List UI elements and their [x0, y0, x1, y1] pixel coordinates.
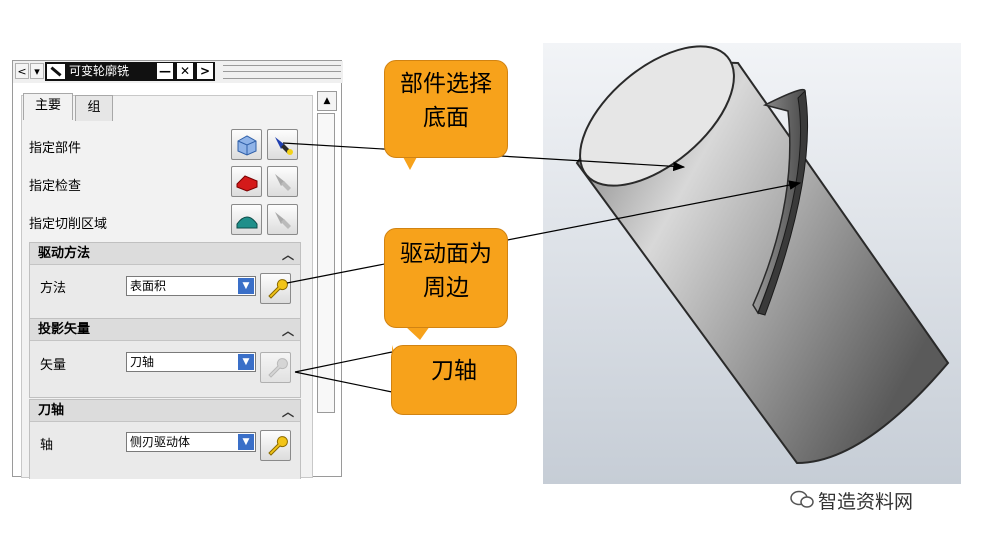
mill-tool-icon: [47, 64, 65, 79]
projection-vector-group: 投影矢量 ︿ 矢量 刀轴 ▼: [29, 318, 301, 398]
dialog-menu-icon[interactable]: ▾: [30, 63, 44, 79]
method-edit-button[interactable]: [260, 273, 291, 304]
tab-main[interactable]: 主要: [23, 93, 73, 120]
axis-edit-button[interactable]: [260, 430, 291, 461]
vector-edit-button[interactable]: [260, 352, 291, 383]
expand-right-button[interactable]: >: [197, 63, 213, 79]
dialog-scrollbar[interactable]: ▲: [317, 91, 337, 417]
tool-axis-title: 刀轴: [38, 403, 65, 418]
projection-vector-header[interactable]: 投影矢量 ︿: [30, 319, 300, 341]
method-label: 方法: [40, 281, 67, 296]
wechat-icon: [790, 490, 814, 508]
axis-label: 轴: [40, 438, 54, 453]
scroll-up-icon[interactable]: ▲: [317, 91, 337, 111]
method-value: 表面积: [130, 279, 167, 293]
collapse-left-button[interactable]: <: [15, 63, 29, 79]
tool-axis-header[interactable]: 刀轴 ︿: [30, 400, 300, 422]
watermark-text: 智造资料网: [818, 491, 914, 513]
flashlight-icon: [275, 137, 293, 155]
drive-method-group: 驱动方法 ︿ 方法 表面积 ▼: [29, 242, 301, 319]
callout-tail: [405, 326, 430, 340]
collapse-icon[interactable]: ︿: [281, 248, 294, 262]
cut-area-flashlight-button[interactable]: [267, 204, 298, 235]
callout-drive-surface: 驱动面为周边: [384, 228, 508, 328]
method-select[interactable]: 表面积 ▼: [126, 276, 256, 296]
part-select-button[interactable]: [231, 129, 262, 160]
callout-part-bottom-face: 部件选择底面: [384, 60, 508, 158]
dropdown-arrow-icon[interactable]: ▼: [238, 354, 254, 370]
dropdown-arrow-icon[interactable]: ▼: [238, 278, 254, 294]
toolbar-grip[interactable]: [223, 65, 341, 79]
dialog-titlebar: < ▾ 可变轮廓铣 — ✕ >: [13, 61, 343, 83]
dialog-title: 可变轮廓铣: [69, 64, 130, 78]
check-flashlight-button[interactable]: [267, 166, 298, 197]
axis-value: 侧刃驱动体: [130, 435, 191, 449]
vector-select[interactable]: 刀轴 ▼: [126, 352, 256, 372]
check-select-button[interactable]: [231, 166, 262, 197]
tab-group[interactable]: 组: [75, 95, 113, 121]
cylinder-model-graphic: [575, 45, 950, 465]
specify-cut-area-label: 指定切削区域: [29, 217, 108, 232]
scrollbar-thumb[interactable]: [317, 113, 335, 413]
check-select-icon: [236, 175, 258, 192]
cut-area-select-icon: [236, 216, 258, 229]
wrench-icon: [268, 436, 288, 456]
part-select-icon: [237, 135, 257, 156]
projection-vector-title: 投影矢量: [38, 322, 91, 337]
wrench-icon: [268, 279, 288, 299]
callout-tool-axis: 刀轴: [391, 345, 517, 415]
model-viewport[interactable]: [543, 43, 961, 484]
flashlight-disabled-icon: [275, 174, 291, 191]
drive-method-title: 驱动方法: [38, 246, 91, 261]
flashlight-disabled-icon: [275, 212, 291, 229]
collapse-icon[interactable]: ︿: [281, 405, 294, 419]
dropdown-arrow-icon[interactable]: ▼: [238, 434, 254, 450]
dialog-title-bar: 可变轮廓铣 — ✕ >: [45, 62, 215, 81]
axis-select[interactable]: 侧刃驱动体 ▼: [126, 432, 256, 452]
specify-part-label: 指定部件: [29, 141, 82, 156]
specify-check-label: 指定检查: [29, 179, 82, 194]
part-flashlight-button[interactable]: [267, 129, 298, 160]
tool-axis-group: 刀轴 ︿ 轴 侧刃驱动体 ▼: [29, 399, 301, 479]
minimize-button[interactable]: —: [157, 63, 173, 79]
cut-area-select-button[interactable]: [231, 204, 262, 235]
variable-contour-mill-dialog: < ▾ 可变轮廓铣 — ✕ > 主要 组 指定部件 指定检查 指定切削区域 驱动…: [12, 60, 343, 479]
vector-value: 刀轴: [130, 355, 155, 369]
wrench-disabled-icon: [268, 358, 288, 378]
vector-label: 矢量: [40, 358, 67, 373]
collapse-icon[interactable]: ︿: [281, 324, 294, 338]
close-button[interactable]: ✕: [177, 63, 193, 79]
drive-method-header[interactable]: 驱动方法 ︿: [30, 243, 300, 265]
